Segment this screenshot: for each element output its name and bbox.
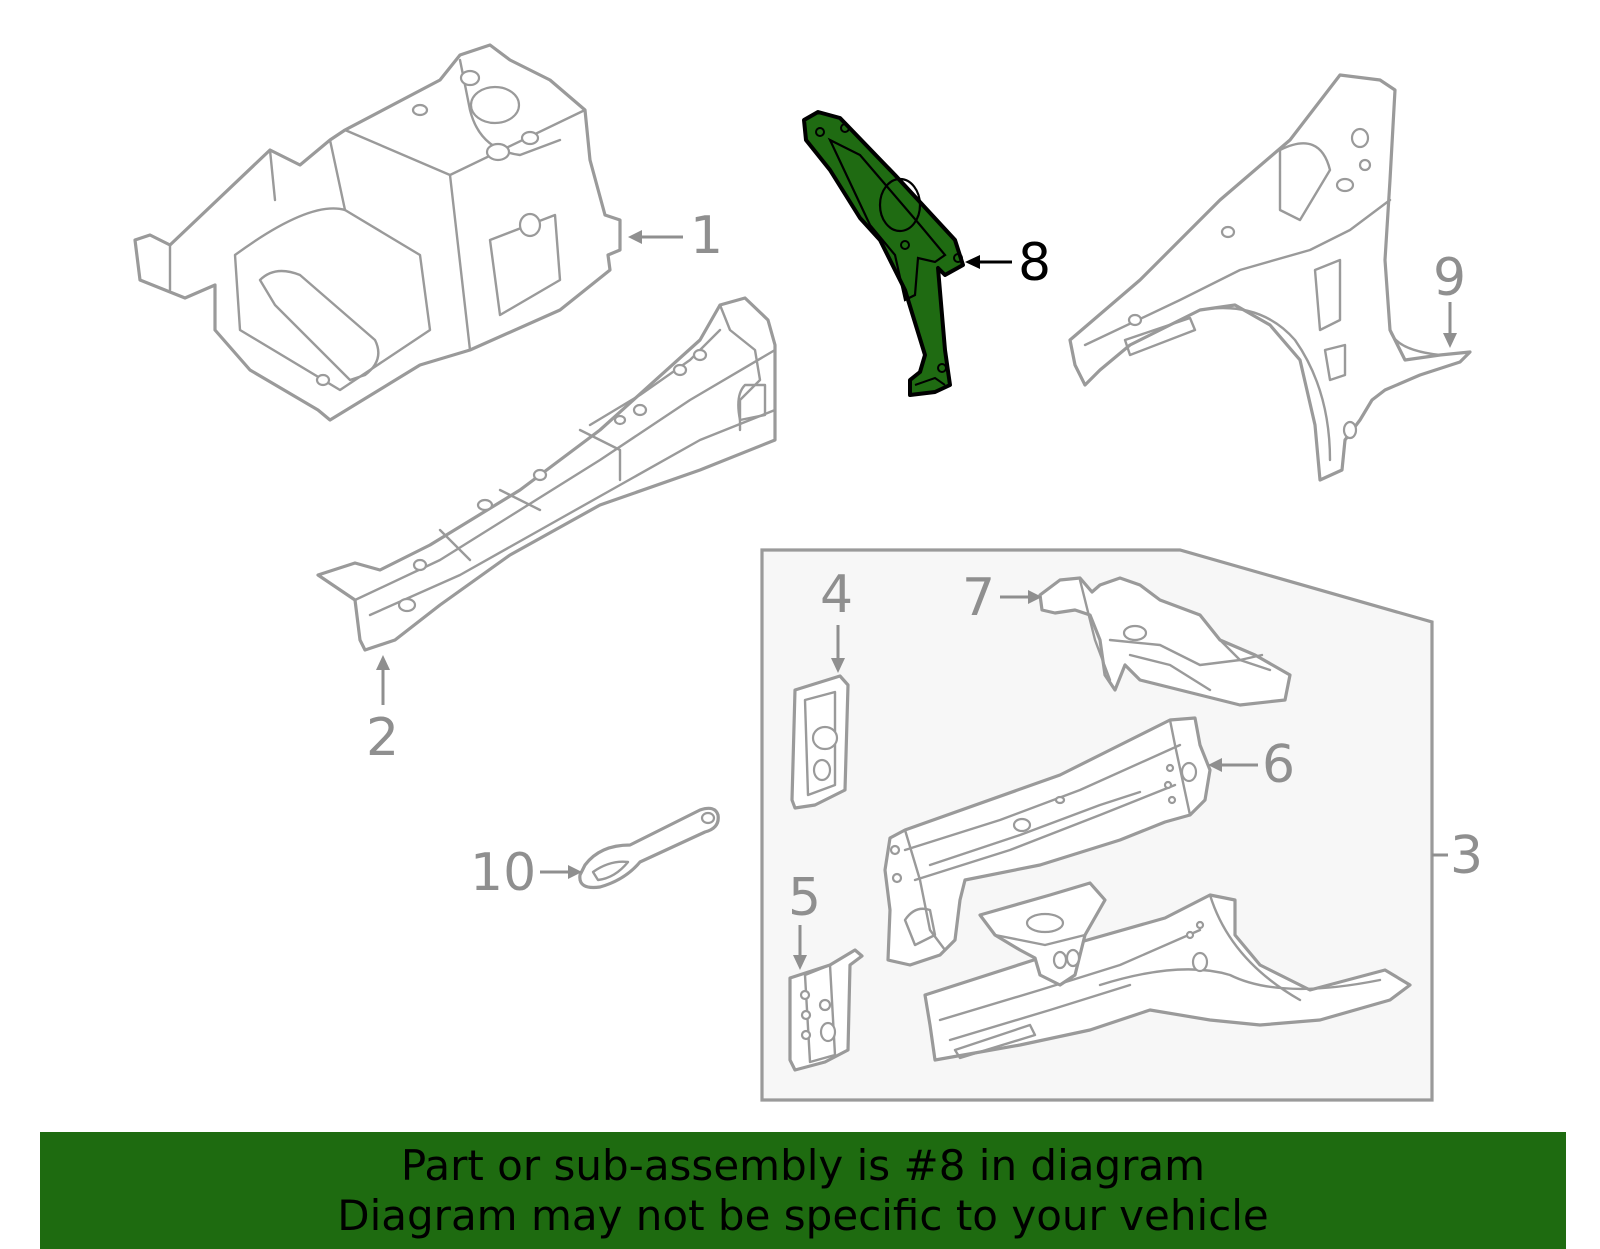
callout-10: 10 (470, 843, 582, 903)
callout-8: 8 (965, 233, 1051, 293)
svg-text:5: 5 (788, 868, 821, 928)
banner-line-1: Part or sub-assembly is #8 in diagram (400, 1140, 1206, 1190)
part-3-lower-rail[interactable] (923, 881, 1412, 1062)
callout-7: 7 (962, 568, 1042, 628)
svg-text:9: 9 (1433, 248, 1466, 308)
part-7-upper-rail[interactable] (1038, 576, 1292, 707)
svg-text:10: 10 (470, 843, 536, 903)
svg-text:3: 3 (1450, 826, 1483, 886)
svg-text:1: 1 (690, 206, 723, 266)
svg-text:4: 4 (820, 565, 853, 625)
callout-4: 4 (820, 565, 853, 673)
callout-1: 1 (628, 206, 723, 266)
part-2-front-rail[interactable] (316, 296, 777, 652)
info-banner: Part or sub-assembly is #8 in diagram Di… (40, 1132, 1566, 1249)
banner-line-2: Diagram may not be specific to your vehi… (337, 1190, 1269, 1240)
callout-3: 3 (1432, 826, 1483, 886)
part-4-bracket[interactable] (790, 674, 850, 810)
callout-9: 9 (1433, 248, 1466, 348)
svg-text:6: 6 (1262, 735, 1295, 795)
part-8-reinforcement-highlighted[interactable] (802, 110, 965, 397)
part-6-side-rail[interactable] (883, 716, 1212, 967)
part-9-apron[interactable] (1068, 73, 1472, 482)
part-10-tow-hook[interactable] (578, 806, 720, 890)
svg-text:7: 7 (962, 568, 995, 628)
callout-2: 2 (366, 655, 399, 768)
callout-5: 5 (788, 868, 821, 970)
callout-6: 6 (1208, 735, 1295, 795)
part-1-dash-panel[interactable] (133, 43, 622, 422)
svg-text:2: 2 (366, 708, 399, 768)
part-5-bracket[interactable] (788, 948, 864, 1072)
svg-text:8: 8 (1018, 233, 1051, 293)
